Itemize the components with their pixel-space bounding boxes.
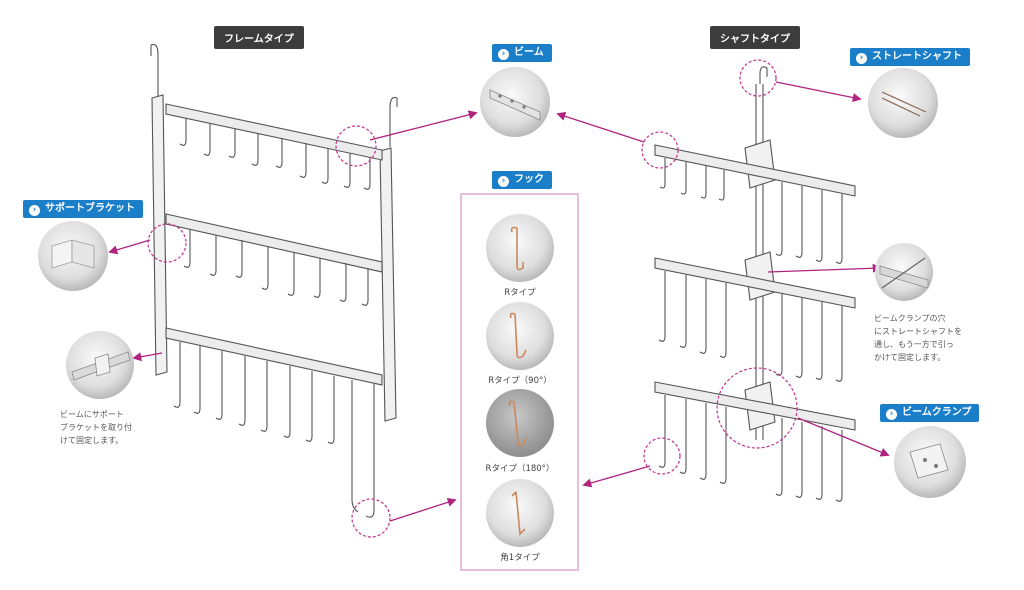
pointer-arrows: [108, 81, 890, 522]
hook-square-type-image: [486, 479, 554, 547]
hook-r-type-caption: Rタイプ: [504, 288, 536, 298]
frame-type-rack: [150, 43, 398, 518]
chevron-right-icon: ›: [29, 205, 40, 216]
note-line: にストレートシャフトを: [874, 327, 962, 336]
bracket-mount-detail-image: [66, 331, 134, 399]
beam-clamp-callout: › ビームクランプ: [880, 404, 980, 422]
beam-clamp-callout-label: ビームクランプ: [902, 407, 972, 418]
shaft-type-rack: [654, 66, 856, 502]
hook-types-panel: [460, 193, 579, 571]
beam-detail-image: [480, 67, 550, 137]
frame-type-heading: フレームタイプ: [214, 26, 304, 49]
hook-r-type-image: [486, 214, 554, 282]
note-line: ブラケットを取り付: [60, 423, 132, 432]
chevron-right-icon: ›: [886, 409, 897, 420]
hook-r-type-180-caption: Rタイプ（180°）: [485, 464, 555, 474]
beam-callout-label: ビーム: [514, 47, 544, 58]
hook-r-type-90-image: [486, 302, 554, 370]
beam-clamp-note: ビームクランプの穴 にストレートシャフトを 通し、もう一方で引っ かけて固定しま…: [874, 312, 962, 364]
chevron-right-icon: ›: [856, 53, 867, 64]
straight-shaft-callout: › ストレートシャフト: [850, 48, 970, 66]
beam-callout: › ビーム: [492, 44, 552, 62]
hook-square-type-caption: 角1タイプ: [500, 553, 540, 563]
support-bracket-callout-label: サポートブラケット: [45, 203, 135, 214]
shaft-type-heading: シャフトタイプ: [710, 26, 800, 49]
note-line: ビームにサポート: [60, 410, 124, 419]
hook-r-type-180-image: [486, 389, 554, 457]
straight-shaft-callout-label: ストレートシャフト: [872, 51, 962, 62]
support-bracket-callout: › サポートブラケット: [23, 200, 143, 218]
hook-callout-label: フック: [514, 174, 544, 185]
note-line: ビームクランプの穴: [874, 314, 946, 323]
note-line: かけて固定します。: [874, 353, 946, 362]
chevron-right-icon: ›: [498, 49, 509, 60]
beam-clamp-hole-detail-image: [875, 243, 933, 301]
chevron-right-icon: ›: [498, 176, 509, 187]
highlight-circles: [147, 59, 798, 538]
beam-clamp-detail-image: [894, 426, 966, 498]
hook-callout: › フック: [492, 171, 552, 189]
note-line: 通し、もう一方で引っ: [874, 340, 954, 349]
hook-r-type-90-caption: Rタイプ（90°）: [488, 376, 552, 386]
straight-shaft-detail-image: [868, 68, 938, 138]
note-line: けて固定します。: [60, 436, 124, 445]
support-bracket-note: ビームにサポート ブラケットを取り付 けて固定します。: [60, 408, 132, 447]
support-bracket-detail-image: [38, 221, 108, 291]
